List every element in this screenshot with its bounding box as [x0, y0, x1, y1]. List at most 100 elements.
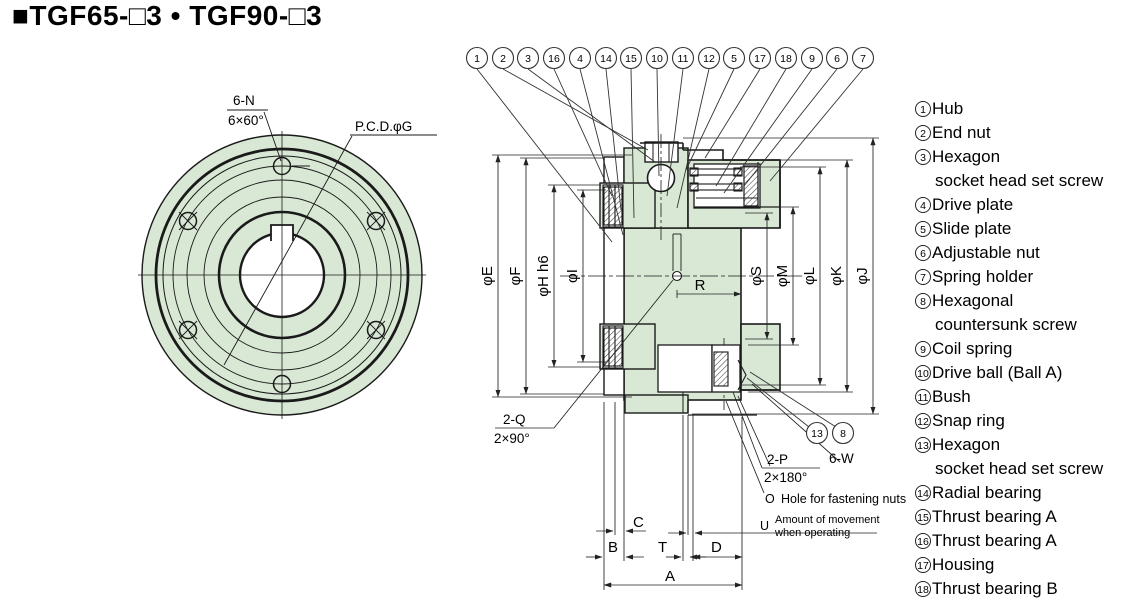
- part-number-badge: 5: [915, 221, 931, 237]
- o-key: O: [765, 492, 775, 506]
- callout-7: 7: [860, 53, 866, 65]
- callout-18: 18: [780, 53, 792, 65]
- part-number-badge: 10: [915, 365, 931, 381]
- dim-label-T: T: [658, 539, 667, 556]
- o-text: Hole for fastening nuts: [781, 492, 906, 506]
- part-label: Thrust bearing A: [932, 507, 1057, 526]
- part-number-badge: 17: [915, 557, 931, 573]
- dim-label-phiM: φM: [774, 265, 791, 287]
- dim-label-B: B: [608, 539, 618, 556]
- part-label: Drive ball (Ball A): [932, 363, 1063, 382]
- part-label: Hub: [932, 99, 964, 118]
- callout-1: 1: [474, 53, 480, 65]
- part-label-line2: socket head set screw: [935, 459, 1104, 478]
- part-label: Drive plate: [932, 195, 1014, 214]
- part-number-badge: 14: [915, 485, 931, 501]
- part-label: Thrust bearing B: [932, 579, 1058, 598]
- callout-10: 10: [651, 53, 663, 65]
- dim-label-phiE: φE: [479, 266, 496, 286]
- part-number-badge: 9: [915, 341, 931, 357]
- u-line1: Amount of movement: [775, 514, 880, 526]
- part-label-line2: countersunk screw: [935, 315, 1077, 334]
- part-label: Hexagonal: [932, 291, 1014, 310]
- part-number-badge: 8: [915, 293, 931, 309]
- dim-label-phiS: φS: [748, 266, 765, 286]
- pcd-label: P.C.D.φG: [355, 119, 412, 134]
- u-key: U: [760, 519, 769, 533]
- part-label: Snap ring: [932, 411, 1005, 430]
- callout-12: 12: [703, 53, 715, 65]
- part-number-badge: 6: [915, 245, 931, 261]
- part-label: Hexagon: [932, 147, 1001, 166]
- part-number-badge: 18: [915, 581, 931, 597]
- callout-16: 16: [548, 53, 560, 65]
- w-label: 6-W: [829, 451, 854, 466]
- callout-17: 17: [754, 53, 766, 65]
- dim-label-R: R: [695, 277, 706, 294]
- part-label: Radial bearing: [932, 483, 1042, 502]
- callout-6: 6: [834, 53, 840, 65]
- page-title: ■TGF65-□3 • TGF90-□3: [12, 0, 323, 31]
- dim-label-phiI: φI: [564, 269, 581, 283]
- q-label-bottom: 2×90°: [494, 431, 530, 446]
- dim-label-phiF: φF: [507, 267, 524, 286]
- part-number-badge: 11: [915, 389, 931, 405]
- holes-leader-line: [263, 111, 282, 162]
- callout-4: 4: [577, 53, 583, 65]
- part-label: Adjustable nut: [932, 243, 1040, 262]
- adjustable-nut-section: [743, 165, 759, 207]
- spring-pocket-bottom: [657, 344, 713, 393]
- bolt-holes: [178, 156, 386, 394]
- holes-label-top: 6-N: [233, 93, 255, 108]
- callout-numbers: 1 2 3 16 4 14 15 10 11 12 5 17 18 9 6 7 …: [474, 53, 866, 440]
- callout-15: 15: [625, 53, 637, 65]
- dim-label-C: C: [633, 514, 644, 531]
- part-label: Thrust bearing A: [932, 531, 1057, 550]
- holes-label-bottom: 6×60°: [228, 113, 264, 128]
- dim-label-phiJ: φJ: [854, 267, 871, 284]
- bottom-bearing-stack: [602, 325, 624, 369]
- callout-8: 8: [840, 428, 846, 440]
- p-label-top: 2-P: [767, 452, 788, 467]
- part-label: Coil spring: [932, 339, 1013, 358]
- pcd-leader-line: [223, 135, 353, 366]
- part-label: End nut: [932, 123, 991, 142]
- part-number-badge: 15: [915, 509, 931, 525]
- callout-leaders: [476, 68, 864, 428]
- callout-14: 14: [600, 53, 612, 65]
- p-label-bottom: 2×180°: [764, 470, 807, 485]
- dim-label-phiL: φL: [801, 267, 818, 285]
- top-bearing-stack: [602, 184, 624, 228]
- callout-5: 5: [731, 53, 737, 65]
- part-number-badge: 1: [915, 101, 931, 117]
- callout-13: 13: [811, 428, 823, 440]
- part-label-line2: socket head set screw: [935, 171, 1104, 190]
- part-label: Slide plate: [932, 219, 1012, 238]
- coil-spring-top: [689, 167, 758, 199]
- front-view: [138, 109, 437, 419]
- q-label-top: 2-Q: [503, 412, 526, 427]
- part-number-badge: 7: [915, 269, 931, 285]
- callout-2: 2: [500, 53, 506, 65]
- callout-11: 11: [678, 53, 689, 65]
- dim-label-D: D: [711, 539, 722, 556]
- part-label: Housing: [932, 555, 995, 574]
- dim-label-A: A: [665, 568, 675, 585]
- callout-3: 3: [525, 53, 531, 65]
